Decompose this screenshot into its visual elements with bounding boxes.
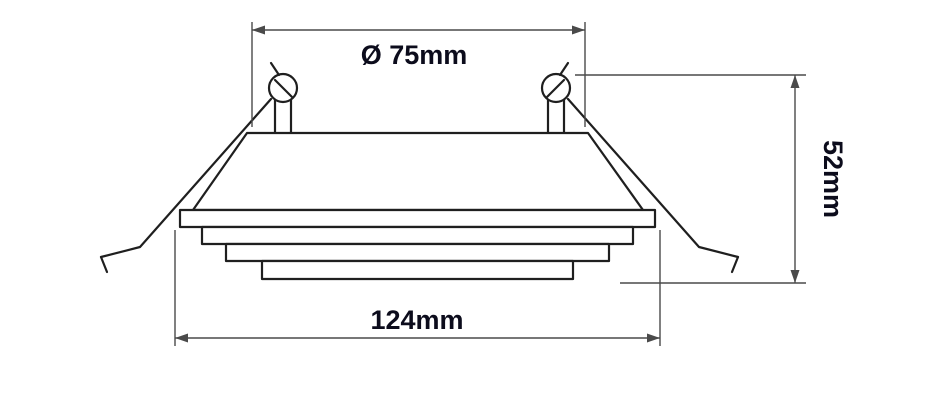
height-dimension: 52mm bbox=[575, 74, 848, 284]
left-arm-wire bbox=[99, 97, 273, 259]
arrowhead-top bbox=[790, 75, 800, 88]
diameter-dimension: Ø 75mm bbox=[251, 22, 586, 127]
fixture-housing bbox=[191, 131, 645, 212]
arrowhead-bottom bbox=[790, 270, 800, 283]
left-clip-wire-end bbox=[269, 61, 281, 77]
right-clip-wire-detail bbox=[545, 78, 566, 99]
trim-ring-steps bbox=[178, 208, 657, 281]
width-label: 124mm bbox=[370, 305, 463, 335]
right-mounting-spring-arm bbox=[566, 97, 740, 274]
left-arm-foot bbox=[99, 255, 109, 274]
left-clip-wire-detail bbox=[273, 78, 294, 99]
width-dimension: 124mm bbox=[174, 230, 661, 346]
diameter-label: Ø 75mm bbox=[361, 40, 468, 70]
trim-step-3 bbox=[224, 242, 611, 263]
arrowhead-right bbox=[647, 333, 660, 343]
right-arm-wire bbox=[566, 97, 740, 259]
right-clip-wire-end bbox=[558, 61, 570, 77]
left-spring-clip bbox=[267, 61, 299, 135]
arrowhead-left bbox=[175, 333, 188, 343]
trim-step-1 bbox=[178, 208, 657, 229]
arrowhead-right bbox=[572, 25, 585, 35]
right-arm-foot bbox=[730, 255, 740, 274]
downlight-fixture bbox=[99, 61, 740, 281]
left-mounting-spring-arm bbox=[99, 97, 273, 274]
right-spring-clip bbox=[540, 61, 572, 135]
trim-step-2 bbox=[200, 225, 635, 246]
arrowhead-left bbox=[252, 25, 265, 35]
trim-step-4 bbox=[260, 259, 575, 281]
height-label: 52mm bbox=[818, 140, 848, 218]
